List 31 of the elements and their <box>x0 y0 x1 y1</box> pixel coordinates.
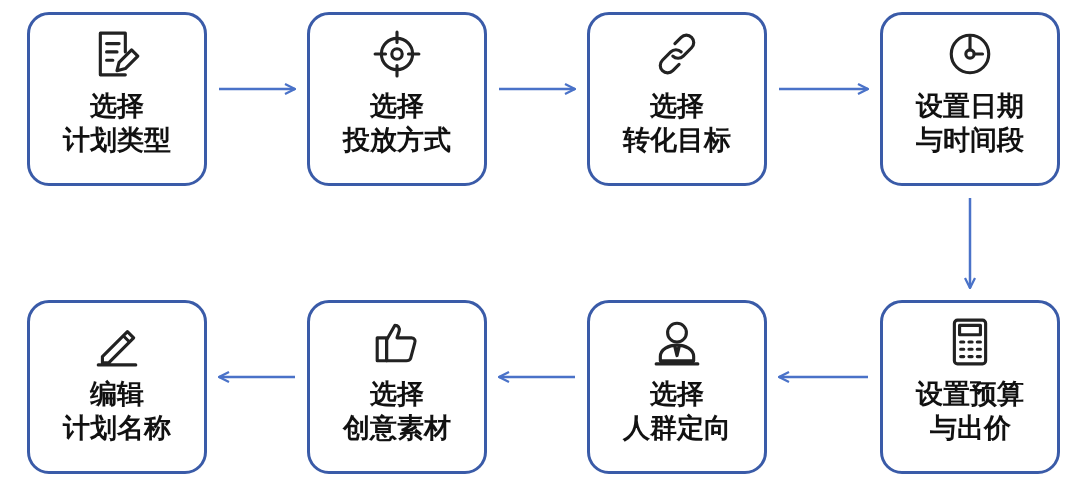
arrow <box>499 82 577 96</box>
step-label: 投放方式 <box>343 123 451 157</box>
step-label: 选择 <box>649 89 705 123</box>
step-label: 与出价 <box>928 411 1012 445</box>
step-label: 计划名称 <box>63 411 171 445</box>
step-box <box>587 12 767 186</box>
arrow <box>219 82 297 96</box>
step-label: 选择 <box>369 89 425 123</box>
step-box <box>880 300 1060 474</box>
step-label: 设置日期 <box>916 89 1024 123</box>
step-label: 转化目标 <box>623 123 731 157</box>
step-label: 选择 <box>369 377 425 411</box>
step-box <box>27 12 207 186</box>
arrow <box>777 370 868 384</box>
step-box <box>27 300 207 474</box>
step-label: 设置预算 <box>916 377 1024 411</box>
step-box <box>307 12 487 186</box>
step-label: 编辑 <box>89 377 145 411</box>
arrow <box>779 82 870 96</box>
step-box <box>307 300 487 474</box>
step-label: 选择 <box>89 89 145 123</box>
arrow <box>497 370 575 384</box>
arrow <box>217 370 295 384</box>
step-label: 创意素材 <box>343 411 451 445</box>
step-label: 选择 <box>649 377 705 411</box>
step-box <box>880 12 1060 186</box>
step-box <box>587 300 767 474</box>
step-label: 人群定向 <box>623 411 731 445</box>
step-label: 计划类型 <box>63 123 171 157</box>
arrow <box>963 198 977 290</box>
step-label: 与时间段 <box>916 123 1024 157</box>
